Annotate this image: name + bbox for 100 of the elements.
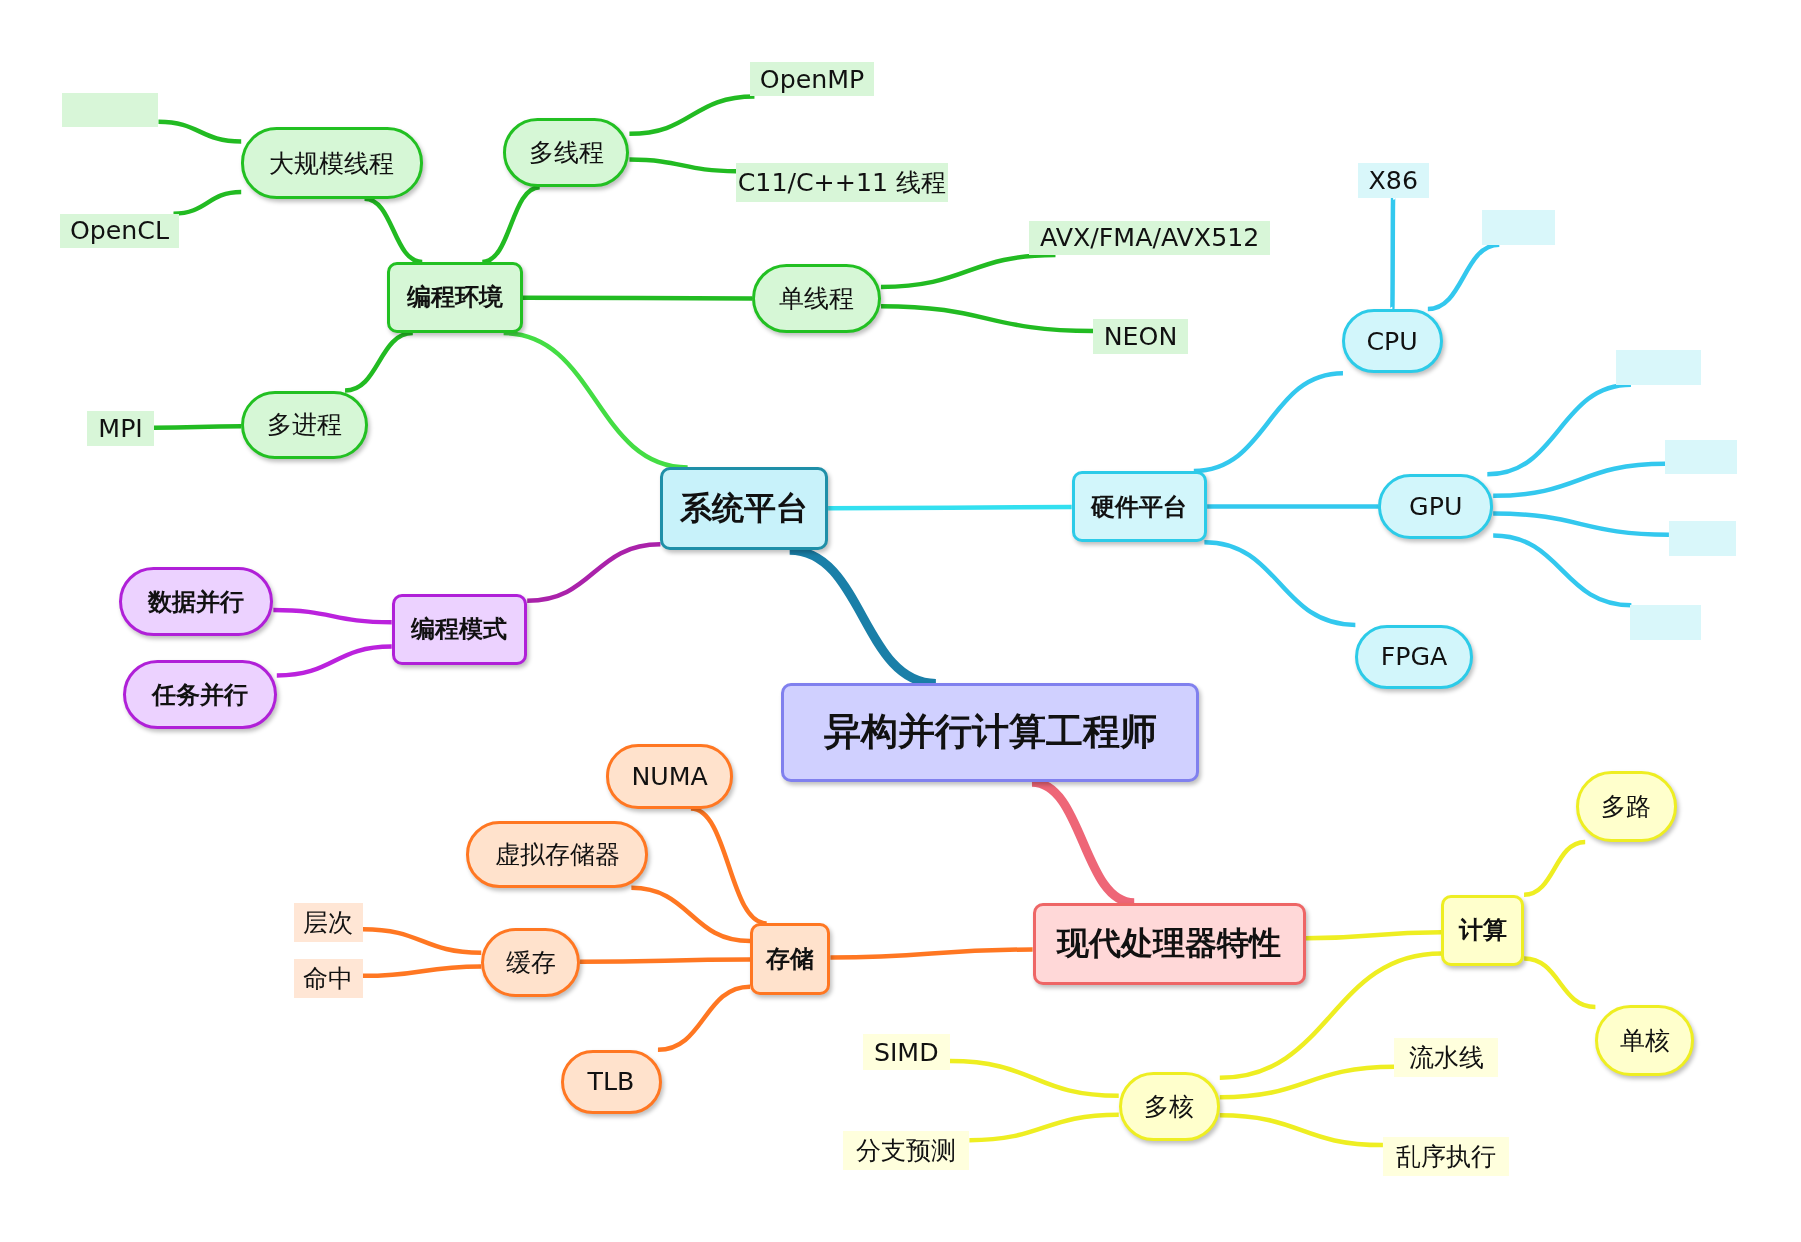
- subtopic-pill: [119, 567, 274, 637]
- connector-line: [503, 330, 688, 470]
- topic-box: [387, 261, 523, 334]
- topic-box: [1441, 894, 1525, 966]
- node-label: C11/C++11 线程: [737, 167, 947, 200]
- node-label: 命中: [303, 963, 354, 996]
- connector-line: [1493, 511, 1669, 537]
- tag-box: [862, 1033, 950, 1071]
- subtopic-pill: [1341, 308, 1443, 374]
- connector-line: [828, 504, 1072, 511]
- node-label: OpenCL: [69, 216, 169, 246]
- subtopic-pill: [122, 660, 277, 730]
- tag-box: [1616, 350, 1702, 385]
- connector-line: [657, 984, 751, 1053]
- node-label: FPGA: [1380, 642, 1448, 672]
- connector-line: [880, 252, 1056, 290]
- node-label: X86: [1368, 165, 1418, 195]
- tag-box: [294, 959, 363, 999]
- node-label: OpenMP: [759, 64, 865, 94]
- node-label: SIMD: [873, 1037, 939, 1067]
- tag-box: [1481, 210, 1556, 245]
- connector-line: [1305, 929, 1442, 941]
- tag-box: [87, 411, 154, 446]
- node-label: 大规模线程: [269, 147, 395, 180]
- topic-box: [1071, 470, 1208, 543]
- connector-line: [631, 885, 751, 944]
- connector-line: [1493, 533, 1632, 608]
- node-label: 任务并行: [151, 679, 248, 711]
- subtopic-pill: [503, 118, 630, 188]
- connector-line: [830, 947, 1033, 960]
- tag-box: [1357, 163, 1429, 198]
- connector-line: [690, 806, 768, 926]
- node-label: 系统平台: [680, 487, 809, 529]
- connector-line: [276, 644, 392, 678]
- node-label: 多进程: [266, 409, 342, 442]
- tag-box: [294, 902, 363, 942]
- tag-box: [1665, 439, 1737, 475]
- node-label: NUMA: [631, 761, 708, 791]
- node-label: 数据并行: [148, 586, 245, 618]
- central-topic-box: [781, 683, 1200, 783]
- connector-line: [153, 423, 242, 431]
- node-label: 计算: [1458, 915, 1507, 947]
- tag-box: [59, 213, 180, 249]
- topic-box: [750, 923, 831, 995]
- subtopic-pill: [241, 127, 423, 199]
- connector-line: [1207, 504, 1379, 509]
- tag-box: [750, 62, 875, 97]
- connector-line: [1390, 197, 1396, 310]
- node-label: 多路: [1601, 790, 1652, 823]
- connector-line: [1204, 539, 1356, 628]
- connector-line: [362, 964, 482, 979]
- node-label: 单核: [1619, 1025, 1670, 1058]
- connector-line: [1219, 1064, 1395, 1100]
- node-label: GPU: [1409, 492, 1463, 521]
- node-label: MPI: [98, 413, 143, 443]
- node-label: 存储: [766, 944, 815, 976]
- tag-box: [62, 93, 159, 128]
- tag-box: [1093, 319, 1188, 354]
- node-label: 异构并行计算工程师: [823, 709, 1157, 756]
- connector-line: [1193, 371, 1344, 474]
- connector-line: [629, 94, 755, 137]
- connector-line: [1493, 461, 1666, 499]
- connector-line: [580, 957, 751, 965]
- node-label: TLB: [587, 1067, 635, 1097]
- node-label: CPU: [1366, 326, 1418, 356]
- subtopic-pill: [1378, 474, 1494, 539]
- subtopic-pill: [752, 264, 881, 334]
- tag-box: [1668, 521, 1736, 556]
- subtopic-pill: [606, 744, 733, 809]
- node-label: 现代处理器特性: [1057, 923, 1282, 965]
- connector-line: [1523, 956, 1596, 1010]
- connector-line: [1487, 382, 1632, 477]
- connector-line: [527, 542, 661, 603]
- connector-line: [158, 119, 242, 144]
- connector-line: [1523, 839, 1586, 897]
- topic-box: [391, 593, 528, 665]
- tag-box: [1029, 220, 1271, 255]
- subtopic-pill: [1595, 1005, 1695, 1077]
- node-label: 缓存: [505, 947, 556, 979]
- connector-line: [273, 607, 392, 625]
- topic-box: [1032, 902, 1306, 986]
- node-label: 分支预测: [856, 1135, 957, 1168]
- connector-line: [522, 295, 753, 301]
- connector-line: [969, 1112, 1119, 1143]
- subtopic-pill: [241, 390, 368, 460]
- node-label: 层次: [303, 906, 354, 939]
- connector-line: [629, 157, 737, 174]
- node-label: 乱序执行: [1396, 1141, 1497, 1174]
- node-label: 单线程: [779, 283, 855, 316]
- node-label: 多核: [1144, 1090, 1195, 1123]
- subtopic-pill: [481, 928, 580, 997]
- connector-line: [1219, 1113, 1383, 1148]
- topic-box: [660, 467, 829, 551]
- subtopic-pill: [466, 821, 648, 888]
- tag-box: [843, 1131, 970, 1171]
- node-label: 流水线: [1408, 1042, 1484, 1075]
- node-label: NEON: [1103, 322, 1178, 351]
- tag-box: [1629, 605, 1702, 640]
- node-label: 编程模式: [411, 614, 508, 646]
- tag-box: [1394, 1038, 1498, 1078]
